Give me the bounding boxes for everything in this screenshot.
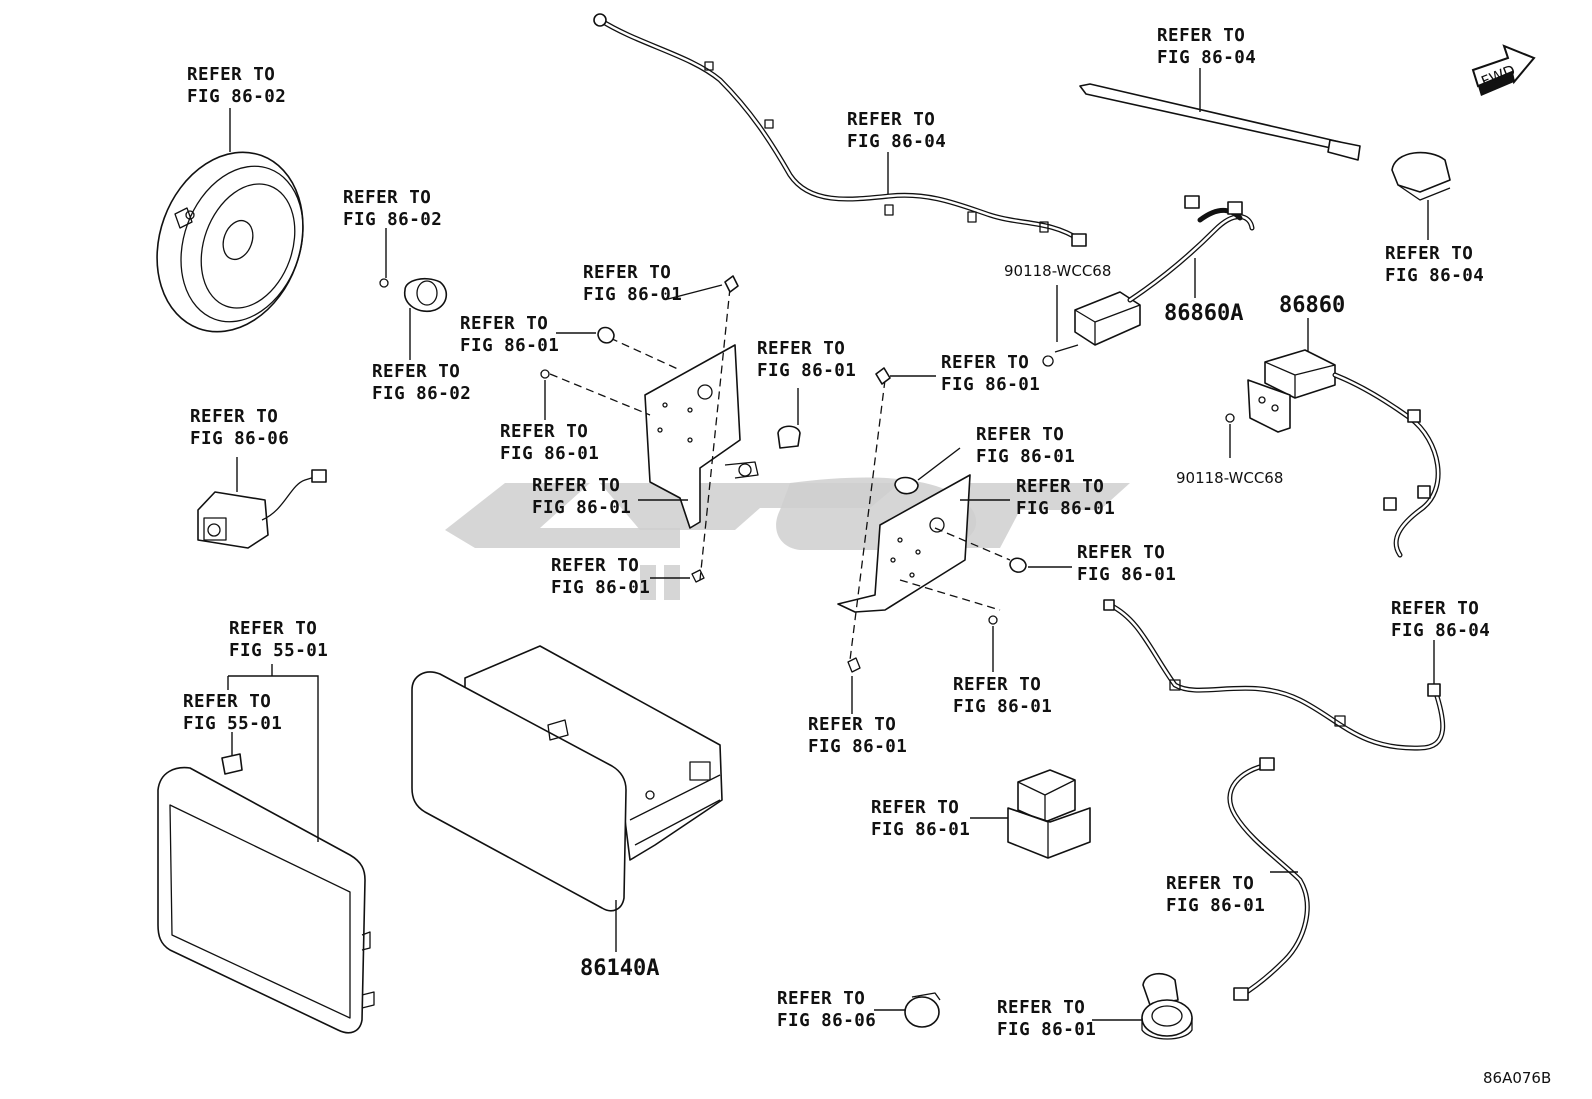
callout-screw-r-b-line2: FIG 86-01 [808,737,907,757]
callout-clip-a-line1: REFER TO [583,263,671,283]
figure-code: 86A076B [1483,1069,1551,1087]
part-number-screw-a: 90118-WCC68 [1004,262,1111,280]
cap-part [904,992,941,1028]
part-number-86140a: 86140A [580,956,659,981]
callout-screw-r-a-line1: REFER TO [953,675,1041,695]
amplifier-86860-part [1225,349,1441,558]
callout-harness-low-line2: FIG 86-01 [1166,896,1265,916]
callout-speaker-line2: FIG 86-02 [187,87,286,107]
antenna-rod-part [1079,83,1361,161]
camera-part [197,469,327,549]
callout-clip-d-line1: REFER TO [757,339,845,359]
callout-screw-l-line2: FIG 86-01 [551,578,650,598]
callout-bracket-l-line2: FIG 86-01 [532,498,631,518]
callout-tweeter-top-line2: FIG 86-02 [343,210,442,230]
harness-mid-part [1103,599,1446,751]
bracket-left-part [644,344,759,529]
callout-nut-r-line2: FIG 86-01 [1077,565,1176,585]
callout-clip-f-line2: FIG 86-01 [976,447,1075,467]
callout-bezel-clip-line2: FIG 55-01 [183,714,282,734]
callout-clip-b-line2: FIG 86-01 [460,336,559,356]
callout-switch-line1: REFER TO [871,798,959,818]
bezel-part [157,753,375,1034]
callout-harness-top-line1: REFER TO [847,110,935,130]
callout-clip-c-line2: FIG 86-01 [500,444,599,464]
part-number-86860a: 86860A [1164,301,1243,326]
callout-clip-a-line2: FIG 86-01 [583,285,682,305]
callout-harness-top-line2: FIG 86-04 [847,132,946,152]
tweeter-part [379,278,448,312]
fwd-arrow-icon: FWD [1471,44,1536,96]
callout-clip-f-line1: REFER TO [976,425,1064,445]
callout-screw-r-b-line1: REFER TO [808,715,896,735]
harness-low-part [1227,757,1310,1001]
callout-antenna-base-line2: FIG 86-04 [1385,266,1484,286]
socket-part [1141,972,1193,1040]
speaker-part [156,151,304,333]
bracket-right-part [837,474,971,613]
callout-screw-r-a-line2: FIG 86-01 [953,697,1052,717]
callout-tweeter-bottom-line1: REFER TO [372,362,460,382]
callout-clip-e-line1: REFER TO [941,353,1029,373]
callout-socket-line2: FIG 86-01 [997,1020,1096,1040]
display-unit-part [411,645,723,912]
callout-tweeter-top-line1: REFER TO [343,188,431,208]
callout-bezel-outer-line2: FIG 55-01 [229,641,328,661]
callout-bracket-r-line1: REFER TO [1016,477,1104,497]
callout-clip-d-line2: FIG 86-01 [757,361,856,381]
callout-nut-r-line1: REFER TO [1077,543,1165,563]
switch-part [1007,769,1091,859]
watermark-logo [445,477,1130,600]
callout-clip-b-line1: REFER TO [460,314,548,334]
callout-socket-line1: REFER TO [997,998,1085,1018]
callout-camera-line2: FIG 86-06 [190,429,289,449]
callout-harness-low-line1: REFER TO [1166,874,1254,894]
callout-cap-line1: REFER TO [777,989,865,1009]
callout-harness-mid-line2: FIG 86-04 [1391,621,1490,641]
callout-switch-line2: FIG 86-01 [871,820,970,840]
callout-tweeter-bottom-line2: FIG 86-02 [372,384,471,404]
callout-bezel-clip-line1: REFER TO [183,692,271,712]
callout-screw-l-line1: REFER TO [551,556,639,576]
harness-top-part [593,13,1087,247]
amplifier-86860a-part [1042,195,1255,367]
callout-clip-e-line2: FIG 86-01 [941,375,1040,395]
callout-bezel-outer-line1: REFER TO [229,619,317,639]
callout-camera-line1: REFER TO [190,407,278,427]
callout-speaker-line1: REFER TO [187,65,275,85]
callout-cap-line2: FIG 86-06 [777,1011,876,1031]
antenna-base-part [1391,151,1451,201]
callout-antenna-base-line1: REFER TO [1385,244,1473,264]
callout-bracket-l-line1: REFER TO [532,476,620,496]
callout-harness-mid-line1: REFER TO [1391,599,1479,619]
callout-bracket-r-line2: FIG 86-01 [1016,499,1115,519]
part-number-86860: 86860 [1279,293,1345,318]
part-number-screw-b: 90118-WCC68 [1176,469,1283,487]
callout-antenna-rod-line1: REFER TO [1157,26,1245,46]
callout-antenna-rod-line2: FIG 86-04 [1157,48,1256,68]
callout-clip-c-line1: REFER TO [500,422,588,442]
